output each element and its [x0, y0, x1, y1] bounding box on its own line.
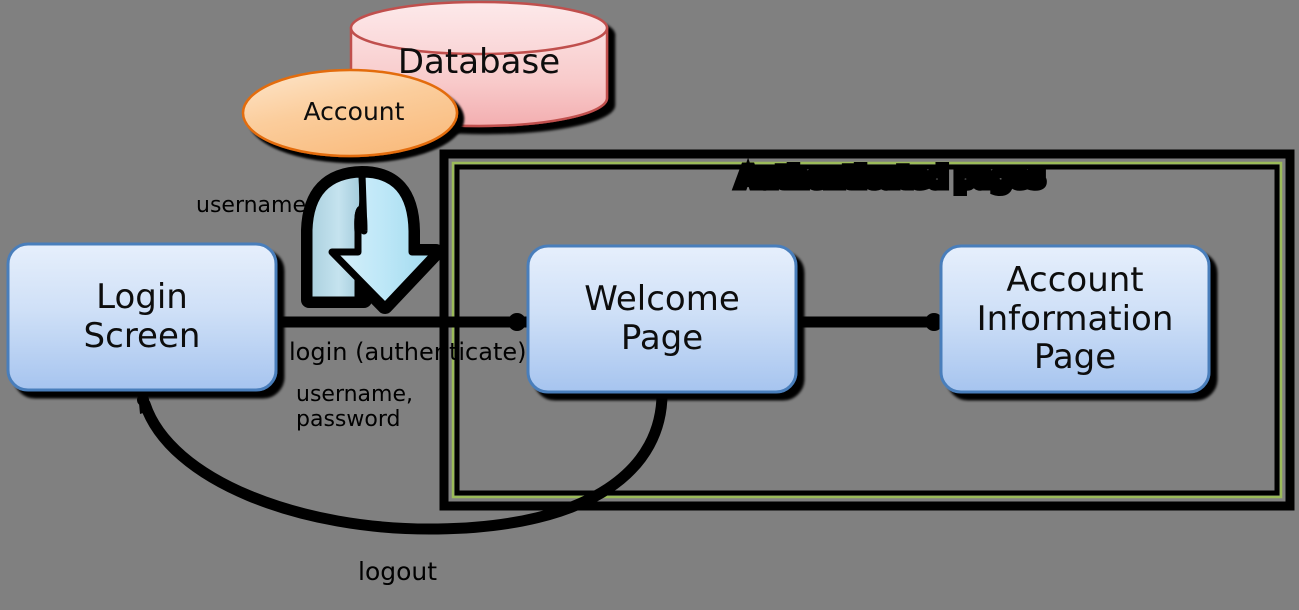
welcome-page-label: Welcome Page [584, 279, 740, 358]
account-information-page-shape[interactable] [939, 244, 1211, 394]
account-information-page-label: Account Information Page [976, 259, 1174, 378]
welcome-page-shape[interactable] [526, 244, 798, 394]
login-screen-shape[interactable] [6, 242, 278, 392]
authenticated-pages-container [439, 149, 1295, 511]
login-screen-label: Login Screen [83, 277, 201, 356]
edge-welcome-to-account-info [793, 313, 945, 331]
username-curved-arrow [301, 166, 444, 314]
edge-login-to-welcome [272, 313, 528, 331]
account-shape [241, 68, 459, 158]
edge-logout [137, 384, 668, 535]
account-label: Account [303, 96, 405, 126]
database-label: Database [397, 41, 561, 82]
